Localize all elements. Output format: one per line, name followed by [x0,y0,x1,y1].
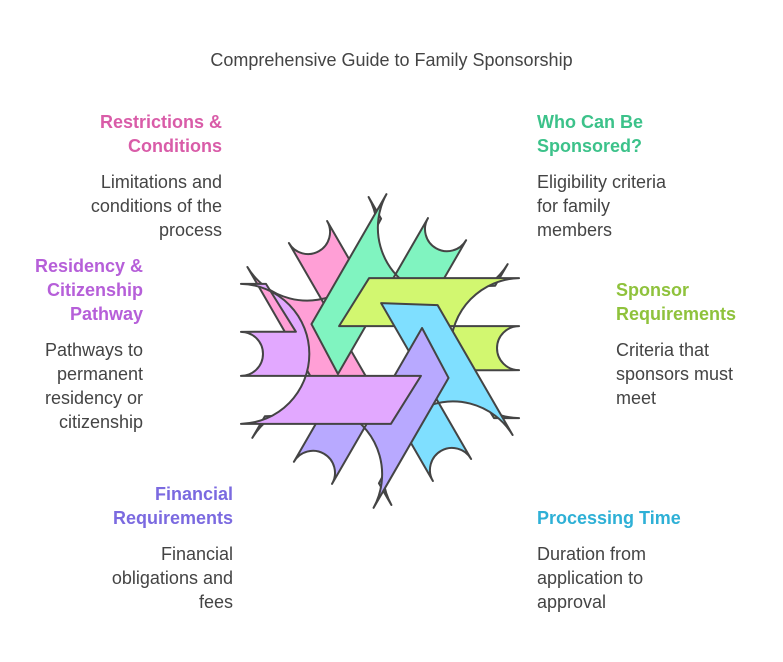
heading-line: Processing Time [537,508,681,528]
item-description: Eligibility criteria for family members [537,170,727,242]
item-heading: Processing Time [537,506,727,530]
heading-line: Sponsor [616,280,690,300]
description-line: sponsors must [616,364,734,384]
item-heading: Financial Requirements [43,482,233,530]
description-line: Financial [160,544,233,564]
heading-line: Restrictions & [99,112,222,132]
band-residency-citizenship [239,282,422,425]
description-line: obligations and [111,568,233,588]
heading-line: Conditions [128,136,222,156]
item-financial-requirements: Financial Requirements Financial obligat… [43,482,233,614]
item-heading: Residency & Citizenship Pathway [0,254,143,326]
description-line: for family [537,196,611,216]
heading-line: Pathway [69,304,143,324]
item-description: Criteria that sponsors must meet [616,338,783,410]
description-line: Limitations and [100,172,222,192]
item-processing-time: Processing Time Duration from applicatio… [537,506,727,614]
item-description: Duration from application to approval [537,542,727,614]
item-residency-citizenship: Residency & Citizenship Pathway Pathways… [0,254,143,434]
description-line: approval [537,592,607,612]
description-line: process [158,220,222,240]
description-line: citizenship [58,412,143,432]
description-line: Criteria that [616,340,710,360]
description-line: residency or [44,388,143,408]
heading-line: Requirements [112,508,233,528]
item-heading: Who Can Be Sponsored? [537,110,727,158]
diagram-title: Comprehensive Guide to Family Sponsorshi… [210,50,573,70]
item-heading: Restrictions & Conditions [32,110,222,158]
description-line: fees [198,592,233,612]
heading-line: Financial [154,484,233,504]
description-line: Duration from [537,544,647,564]
item-sponsor-requirements: Sponsor Requirements Criteria that spons… [616,278,783,410]
item-description: Financial obligations and fees [43,542,233,614]
heading-line: Sponsored? [537,136,643,156]
item-heading: Sponsor Requirements [616,278,783,326]
heading-line: Residency & [34,256,143,276]
description-line: meet [616,388,657,408]
item-description: Pathways to permanent residency or citiz… [0,338,143,434]
item-description: Limitations and conditions of the proces… [32,170,222,242]
description-line: conditions of the [90,196,222,216]
heading-line: Citizenship [46,280,143,300]
heading-line: Who Can Be [537,112,643,132]
description-line: members [537,220,613,240]
description-line: application to [537,568,644,588]
description-line: permanent [56,364,143,384]
heading-line: Requirements [616,304,737,324]
description-line: Pathways to [44,340,143,360]
item-restrictions: Restrictions & Conditions Limitations an… [32,110,222,242]
description-line: Eligibility criteria [537,172,667,192]
item-who-can-be-sponsored: Who Can Be Sponsored? Eligibility criter… [537,110,727,242]
